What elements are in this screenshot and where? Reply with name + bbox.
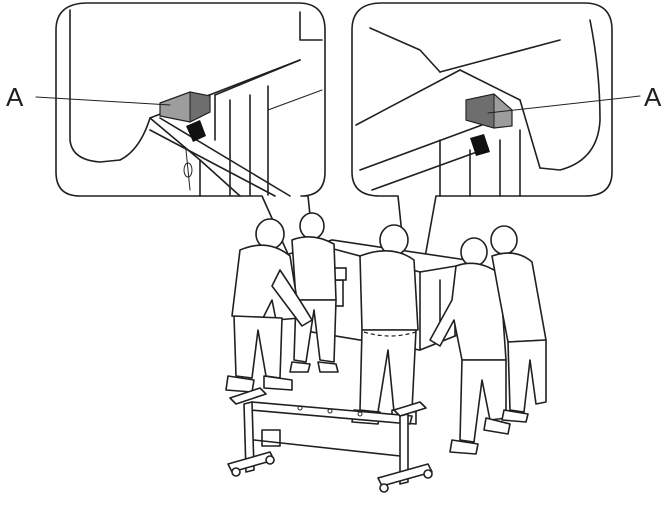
left-detail-interior	[69, 9, 323, 197]
left-grip-band	[186, 120, 206, 142]
left-leader-line	[35, 96, 171, 106]
person-right-front	[429, 237, 511, 455]
person-far-right	[490, 225, 547, 423]
person-front-left	[225, 218, 313, 393]
right-leader-line	[487, 95, 641, 114]
right-grip-band	[470, 134, 490, 156]
left-detail-callout	[55, 2, 326, 331]
right-detail-interior	[355, 19, 601, 197]
right-callout-label: A	[644, 82, 662, 112]
printer-stand	[227, 387, 433, 493]
left-callout-label: A	[6, 82, 24, 112]
